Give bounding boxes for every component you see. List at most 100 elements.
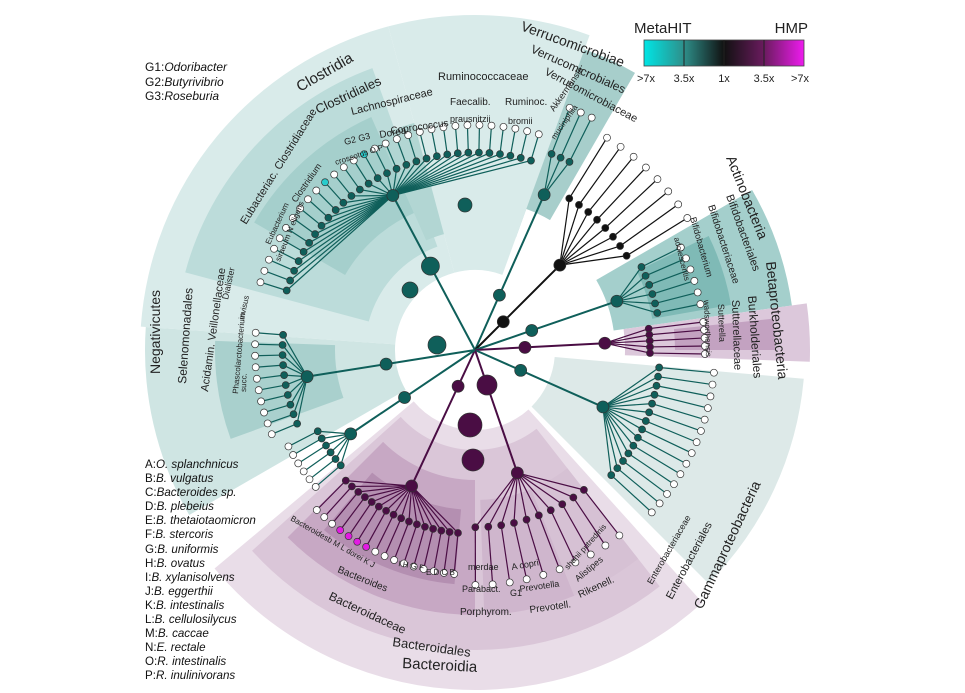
node-negativicutes-inner bbox=[293, 419, 302, 428]
node-firmicutes-leaf bbox=[499, 122, 508, 131]
node-firmicutes-leaf bbox=[439, 123, 448, 132]
node-bacteroides-leaf bbox=[409, 562, 418, 571]
branch-firmicutes-leaf bbox=[314, 194, 394, 235]
node-firmicutes-inner bbox=[443, 150, 452, 159]
sector-veillonellaceae bbox=[215, 340, 344, 439]
branch-actinobacteria-stem bbox=[531, 300, 618, 332]
branch-actinobacteria-tip bbox=[641, 246, 682, 268]
branch-gammaproteobacteria-leaf bbox=[602, 406, 643, 430]
branch-gammaproteobacteria-tip bbox=[616, 467, 661, 504]
node-firmicutes-mid bbox=[386, 189, 400, 202]
node-negativicutes-leaf bbox=[267, 430, 276, 439]
node-firmicutes-inner bbox=[317, 221, 326, 230]
branch-firmicutes-tip bbox=[353, 160, 370, 184]
branch-firmicutes-leaf bbox=[392, 152, 459, 196]
node-firmicutes-inner bbox=[485, 149, 494, 157]
branch-unclassified-upper-stem bbox=[502, 264, 561, 323]
node-clostridia-lower-mid bbox=[344, 427, 357, 441]
node-verrucomicrobia-leaf bbox=[565, 103, 574, 112]
branch-firmicutes-tip bbox=[478, 125, 481, 153]
branch-bacteroidales-right-tip bbox=[561, 503, 592, 555]
node-firmicutes-inner bbox=[299, 247, 308, 256]
branch-gammaproteobacteria-leaf bbox=[602, 394, 655, 408]
branch-betaproteobacteria-leaf bbox=[604, 340, 650, 344]
branch-bacteroides-leaf bbox=[358, 485, 412, 493]
branch-actinobacteria-leaf bbox=[616, 266, 642, 302]
node-bacteroidales-right-inner bbox=[580, 486, 588, 494]
branch-bacteroides-tip bbox=[423, 528, 434, 570]
branch-bacteroidales-right-leaf bbox=[516, 472, 540, 516]
node-clostridia-lower-inner bbox=[317, 434, 326, 443]
branch-negativicutes-leaf bbox=[296, 376, 308, 424]
branch-firmicutes-leaf bbox=[392, 152, 469, 197]
node-actinobacteria-leaf bbox=[676, 243, 685, 252]
branch-unclassified-upper-leaf bbox=[559, 204, 580, 266]
node-bacteroides-inner bbox=[354, 488, 363, 496]
branch-firmicutes-tip bbox=[315, 190, 337, 211]
node-gammaproteobacteria-inner bbox=[654, 372, 662, 381]
node-gammaproteobacteria-leaf bbox=[687, 449, 696, 457]
branch-gammaproteobacteria-tip bbox=[648, 411, 702, 432]
branch-firmicutes-tip bbox=[430, 129, 438, 157]
branch-firmicutes-leaf bbox=[392, 155, 438, 196]
sector-clostridia-ext bbox=[388, 14, 590, 275]
node-bacteroidales-right-mid bbox=[510, 466, 524, 480]
branch-gammaproteobacteria-tip bbox=[610, 474, 653, 513]
node-unclassified-upper-leaf bbox=[616, 142, 625, 151]
branch-bacteroides-root bbox=[457, 349, 476, 387]
branch-bacteroides-leaf bbox=[411, 485, 418, 525]
branch-firmicutes-tip bbox=[363, 153, 379, 179]
branch-bacteroidales-right-leaf bbox=[513, 472, 518, 523]
node-clostridia-lower-inner bbox=[322, 441, 330, 450]
branch-betaproteobacteria-leaf bbox=[604, 342, 651, 348]
branch-betaproteobacteria-root bbox=[474, 346, 525, 351]
branch-bacteroidales-right-leaf bbox=[516, 472, 528, 520]
branch-firmicutes-leaf bbox=[321, 194, 394, 227]
node-bacteroides-inner bbox=[361, 493, 369, 501]
sector-gammaproteobacteria bbox=[531, 356, 804, 584]
branch-verrucomicrobia-tip bbox=[560, 112, 582, 158]
node-negativicutes-leaf bbox=[251, 351, 259, 360]
branch-negativicutes-tip bbox=[255, 364, 284, 368]
node-clostridia-lower-inner bbox=[336, 461, 345, 470]
branch-negativicutes-tip bbox=[258, 384, 286, 391]
node-verrucomicrobia-inner bbox=[547, 150, 556, 158]
colorbar-right-title: HMP bbox=[775, 20, 808, 37]
label-species-letters-right: E D C B bbox=[426, 568, 455, 577]
branch-firmicutes-leaf bbox=[289, 195, 394, 281]
node-bacteroides-inner bbox=[429, 525, 437, 533]
node-unclassified-upper-inner bbox=[609, 232, 617, 241]
branch-gammaproteobacteria-tip bbox=[656, 385, 711, 397]
branch-bacteroides-stem bbox=[410, 385, 460, 487]
tree-branches bbox=[255, 107, 714, 586]
node-negativicutes-inner bbox=[280, 371, 288, 379]
node-ruminococcaceae bbox=[457, 197, 473, 213]
node-firmicutes-hub bbox=[421, 256, 440, 276]
branch-actinobacteria-leaf bbox=[616, 275, 646, 302]
node-actinobacteria-leaf bbox=[693, 288, 702, 297]
node-firmicutes-leaf bbox=[265, 255, 273, 264]
branch-bacteroides-tip bbox=[403, 524, 418, 564]
node-firmicutes-leaf bbox=[270, 244, 278, 253]
colorbar-tick-label-3: 3.5x bbox=[754, 73, 775, 85]
node-gammaproteobacteria-inner bbox=[645, 408, 654, 417]
branch-firmicutes-tip bbox=[264, 270, 291, 282]
node-actinobacteria-inner bbox=[645, 281, 654, 289]
node-firmicutes-inner bbox=[433, 152, 441, 161]
branch-unclassified-upper-tip bbox=[604, 178, 658, 229]
branch-negativicutes-tip bbox=[255, 343, 283, 346]
node-negativicutes-inner bbox=[279, 331, 287, 339]
node-firmicutes-leaf bbox=[349, 156, 358, 165]
branch-firmicutes-leaf bbox=[392, 153, 501, 197]
node-negativicutes-inner bbox=[281, 381, 290, 389]
branch-verrucomicrobia-leaf bbox=[543, 153, 553, 195]
node-bacteroides-inner bbox=[413, 520, 421, 529]
node-negativicutes-inner bbox=[278, 351, 287, 359]
branch-unclassified-upper-tip bbox=[587, 156, 635, 213]
node-gammaproteobacteria-leaf bbox=[700, 415, 709, 424]
node-betaproteobacteria-leaf bbox=[700, 326, 708, 334]
node-gammaproteobacteria-inner bbox=[648, 399, 656, 408]
node-actinobacteria-inner bbox=[653, 309, 662, 317]
node-gammaproteobacteria-leaf bbox=[710, 368, 718, 377]
node-bacteroidales-right-leaf bbox=[555, 565, 564, 574]
